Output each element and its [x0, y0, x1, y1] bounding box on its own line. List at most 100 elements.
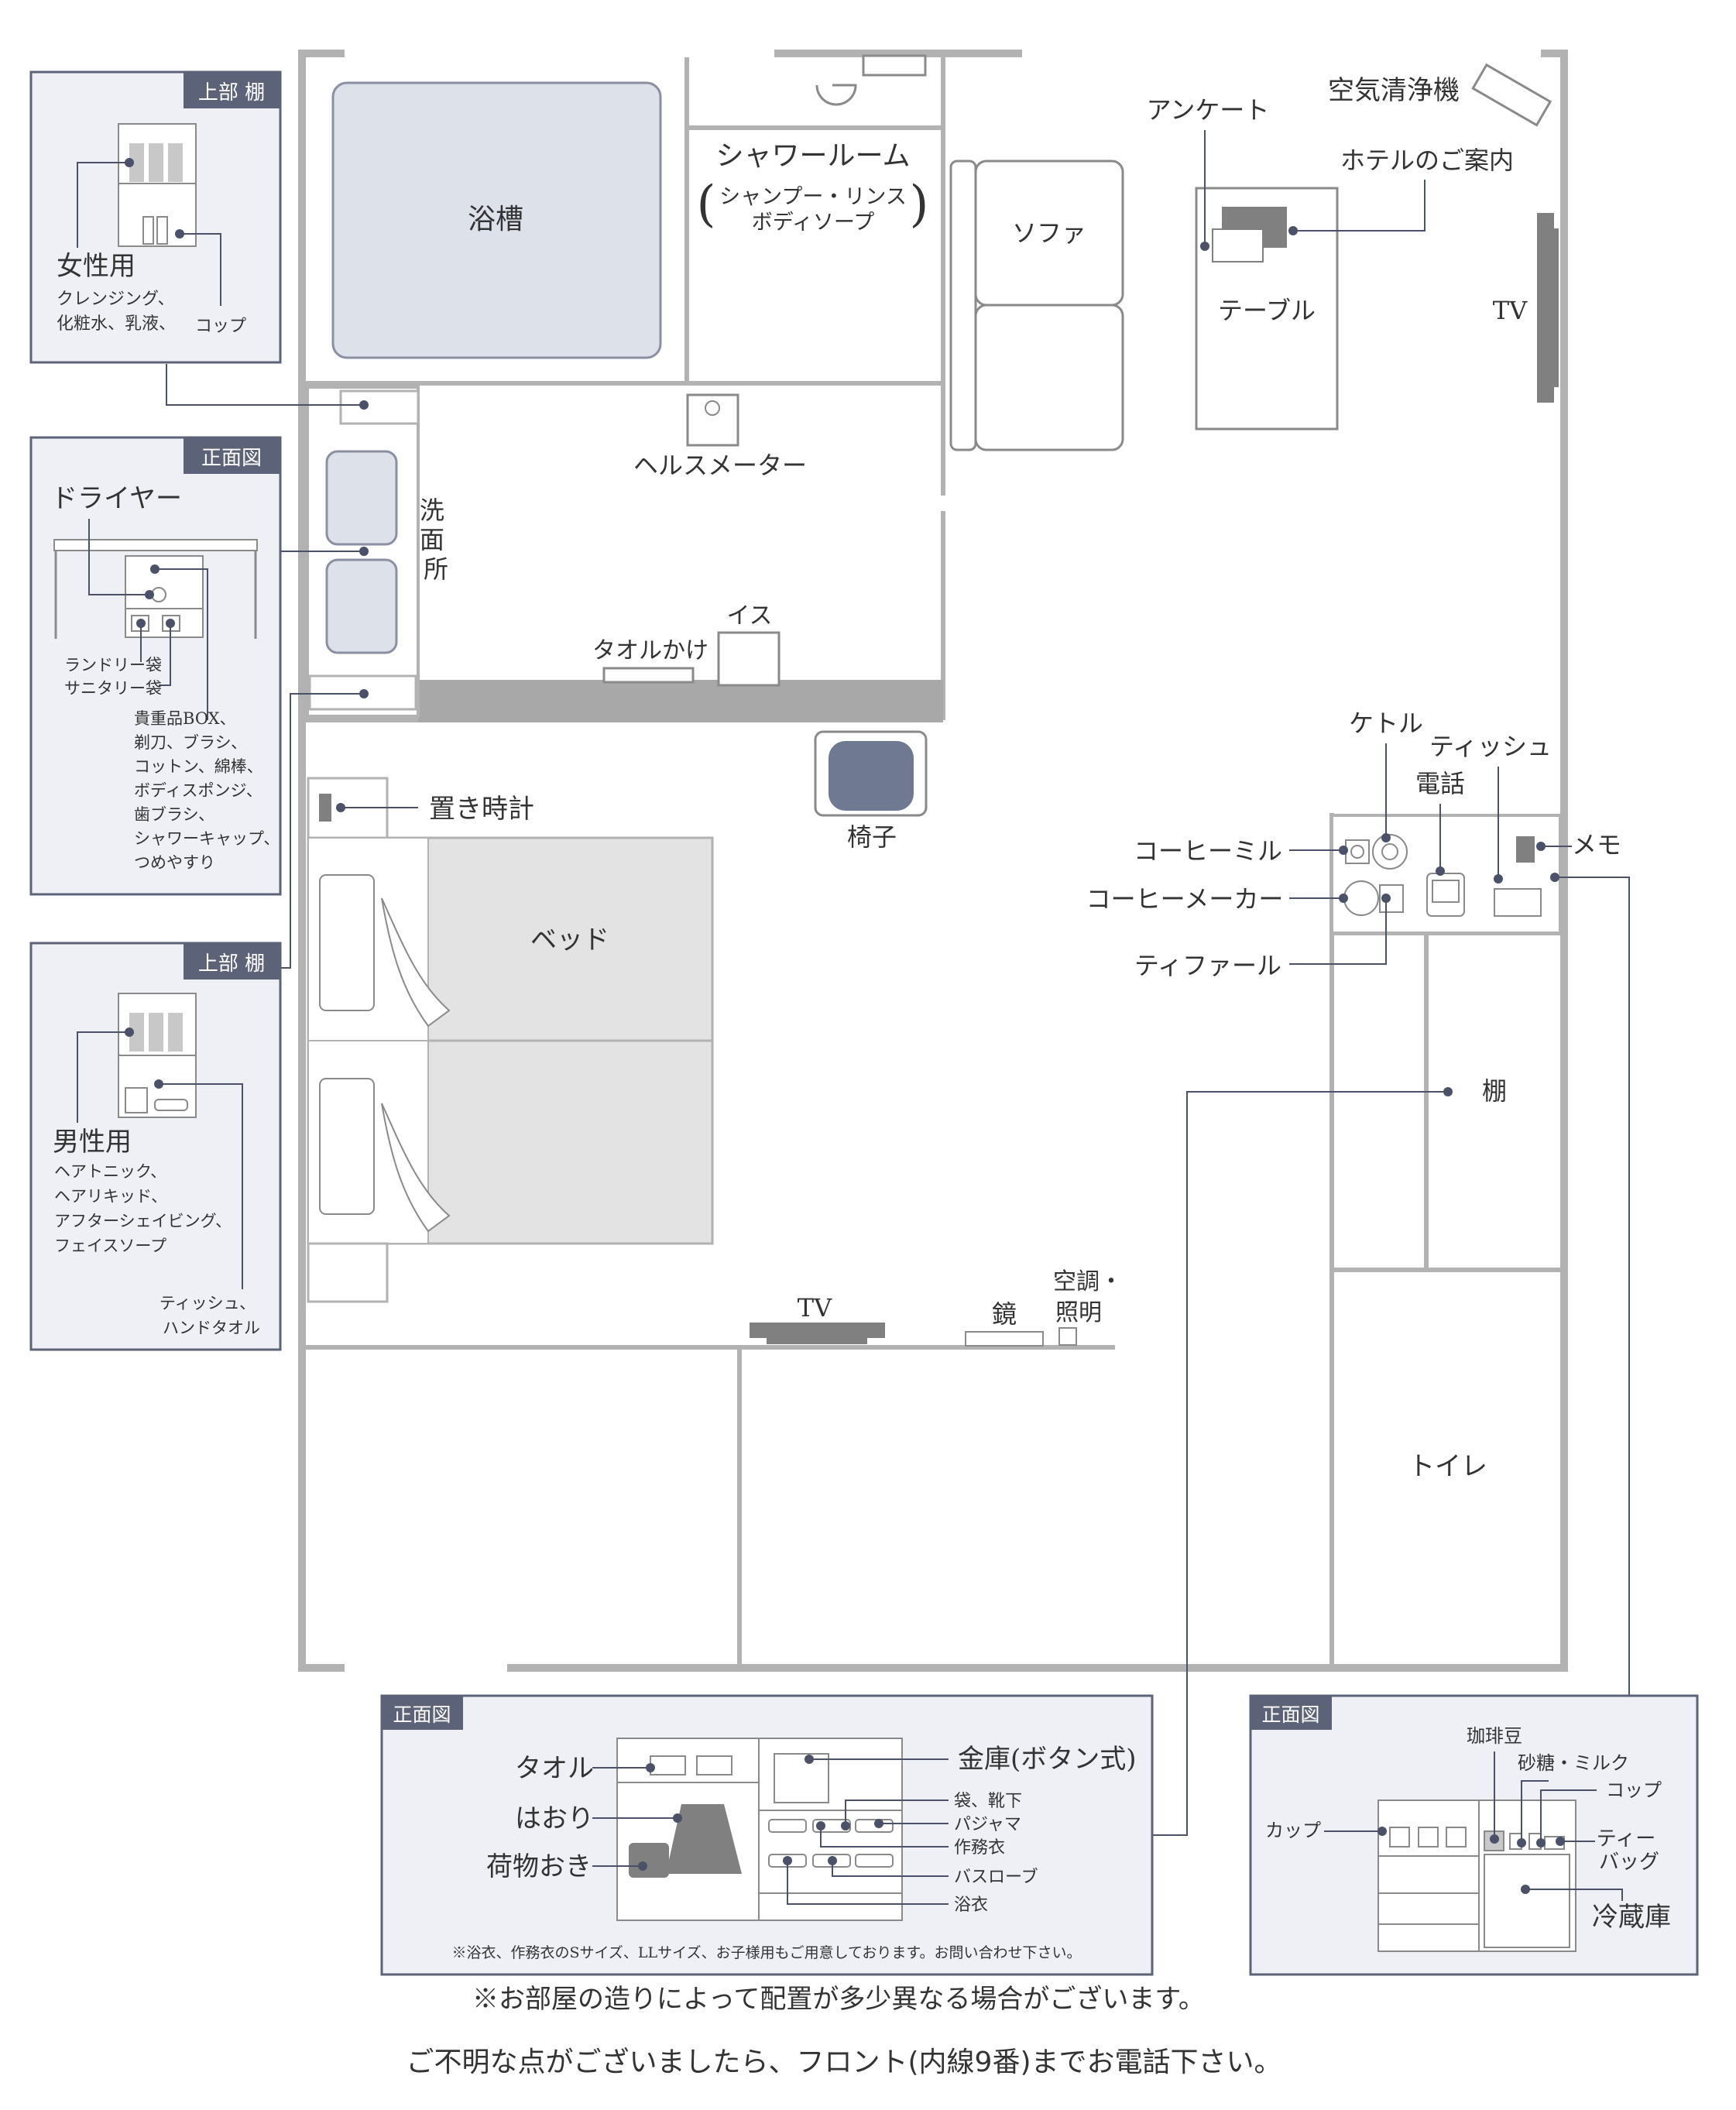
tefal-dot	[1381, 894, 1391, 903]
shower-amenities-line1: シャンプー・リンス	[719, 185, 907, 209]
fridge-cup-top-dot	[1536, 1838, 1546, 1848]
washroom-label: 洗 面 所	[420, 496, 452, 584]
closet-yukata-dot	[783, 1856, 792, 1865]
desk-tv-stand	[767, 1338, 867, 1344]
wash-counter-shadow	[418, 680, 943, 722]
health-meter	[686, 393, 739, 447]
towel-rack	[602, 667, 695, 684]
fridge-connector-dot	[1550, 873, 1559, 882]
hotel-guide-dot	[1288, 226, 1298, 235]
coffee-mill	[1345, 839, 1370, 864]
aircon-panel	[1058, 1327, 1077, 1346]
aircon-label-line2: 照明	[1055, 1299, 1102, 1326]
chair-label: 椅子	[847, 822, 897, 852]
panel-men-item-2: ヘアリキッド、	[54, 1187, 167, 1206]
panel-wash-item-3: コットン、綿棒、	[134, 757, 263, 776]
kettle-dot	[1381, 833, 1391, 842]
sanitary-bag-leader	[159, 623, 171, 686]
panel-fridge-fridge: 冷蔵庫	[1592, 1902, 1671, 1933]
tissue-dot	[1494, 874, 1503, 883]
closet-pajamas-dot	[874, 1819, 883, 1828]
health-meter-label: ヘルスメーター	[633, 451, 807, 480]
panel-closet-note: ※浴衣、作務衣のSサイズ、LLサイズ、お子様用もご用意しております。お問い合わせ…	[451, 1944, 1081, 1961]
hotel-guide-leader	[1293, 180, 1426, 232]
fridge-cup-dot	[1377, 1827, 1387, 1836]
closet-bathrobe-leader	[832, 1861, 949, 1877]
dryer-leader	[88, 519, 149, 595]
shower-amenities-line2: ボディソープ	[752, 211, 875, 235]
panel-men-tissue-line2: ハンドタオル	[163, 1319, 260, 1337]
coffee-mill-dot	[1339, 846, 1348, 855]
panel-men-shelf: 上部 棚 男性用 ヘアトニック、 ヘアリキッド、 アフターシェイビング、 フェイ…	[29, 942, 282, 1351]
clock-label: 置き時計	[429, 794, 534, 825]
panel-men-tag: 上部 棚	[198, 952, 265, 976]
panel-fridge-cup-top: コップ	[1606, 1779, 1662, 1801]
panel-women-items-line2: 化粧水、乳液、	[57, 314, 176, 334]
panel-closet-front: 正面図 タオル はおり 荷物おき 金庫(ボタン式) 袋、靴下 パジャマ	[380, 1694, 1154, 1976]
kettle-label: ケトル	[1349, 708, 1423, 738]
fridge-tea-dot	[1556, 1837, 1565, 1846]
wash-basin-2	[325, 558, 398, 654]
men-tissue-dot	[154, 1079, 163, 1089]
aircon-label-line1: 空調・	[1053, 1268, 1123, 1295]
panel-men-item-1: ヘアトニック、	[54, 1162, 166, 1181]
dryer-dot	[145, 590, 154, 599]
closet-yukata-leader	[787, 1861, 949, 1905]
memo-label: メモ	[1572, 830, 1621, 859]
desk-tv-label: TV	[798, 1293, 832, 1323]
panel-women-cup: コップ	[195, 317, 246, 336]
top-shelf-women	[339, 389, 420, 425]
desk-tv	[750, 1323, 885, 1338]
toilet-label: トイレ	[1408, 1451, 1487, 1482]
closet-socks-leader	[845, 1800, 949, 1826]
fridge-dot	[1521, 1885, 1530, 1894]
tissue-box	[1494, 888, 1542, 917]
panel-women-items-line1: クレンジング、	[57, 290, 174, 309]
fridge-connector	[1555, 877, 1630, 1696]
fridge-leader	[1525, 1889, 1623, 1901]
panel-wash-item-4: ボディスポンジ、	[134, 781, 262, 800]
bed-footstand	[307, 1242, 389, 1303]
wash-basin-1	[325, 450, 398, 546]
women-products-leader	[77, 162, 129, 248]
panel-closet-socks: 袋、靴下	[954, 1792, 1022, 1811]
questionnaire-label: アンケート	[1147, 95, 1270, 125]
closet-connector	[1152, 1091, 1448, 1836]
panel-fridge-tea-line1: ティー	[1597, 1827, 1655, 1851]
questionnaire-dot	[1200, 242, 1209, 251]
coffee-mill-knob	[1350, 845, 1364, 859]
men-shelf-connector-dot	[359, 689, 369, 698]
women-cup-dot	[175, 229, 184, 238]
wash-front-connector-dot	[359, 547, 369, 556]
panel-closet-samue: 作務衣	[954, 1838, 1005, 1858]
alarm-clock	[319, 794, 331, 822]
closet-samue-leader	[820, 1826, 949, 1848]
bathtub	[331, 81, 662, 359]
footer-note: ※お部屋の造りによって配置が多少異なる場合がございます。	[472, 1984, 1205, 2015]
panel-men-item-4: フェイスソープ	[54, 1237, 166, 1255]
air-purifier	[1471, 63, 1552, 127]
towel-rack-label: タオルかけ	[592, 637, 708, 664]
bed-label: ベッド	[530, 925, 609, 956]
tefal-leader	[1289, 898, 1387, 965]
table-label: テーブル	[1218, 296, 1316, 325]
kettle	[1372, 834, 1408, 870]
panel-fridge-tag: 正面図	[1261, 1703, 1319, 1726]
memo-pad	[1516, 836, 1535, 863]
stool-label: イス	[726, 602, 772, 630]
arm-chair	[814, 730, 928, 817]
panel-closet-pajamas: パジャマ	[954, 1815, 1021, 1834]
panel-women-tag: 上部 棚	[198, 81, 265, 105]
desk-mirror	[965, 1331, 1044, 1347]
panel-closet-towel: タオル	[515, 1753, 594, 1784]
men-tissue-leader	[159, 1083, 243, 1289]
closet-socks-dot	[841, 1821, 850, 1830]
fridge-beans-dot	[1490, 1834, 1499, 1844]
air-purifier-label: 空気清浄機	[1328, 75, 1460, 106]
panel-fridge-coffee-beans: 珈琲豆	[1467, 1725, 1522, 1747]
shower-amenities-bracket-right: )	[910, 176, 929, 233]
closet-luggage-dot	[638, 1861, 647, 1871]
closet-towel-dot	[646, 1763, 655, 1772]
shower-fixture	[815, 54, 927, 106]
